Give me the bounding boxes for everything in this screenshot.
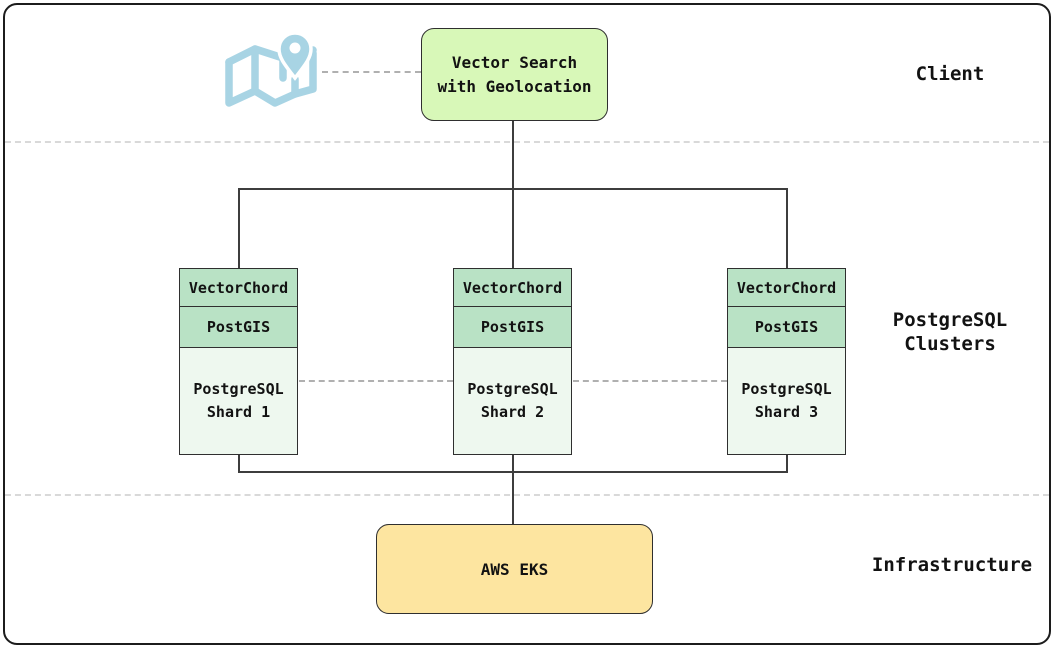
lane-label-clusters-line1: PostgreSQL	[892, 309, 1008, 331]
diagram-frame	[3, 3, 1051, 645]
lane-separator-clusters-infra	[5, 494, 1049, 496]
shard1-layer-vectorchord: VectorChord	[180, 269, 297, 307]
shard2-name-line2: Shard 2	[480, 403, 545, 421]
shard-node-2: VectorChord PostGIS PostgreSQL Shard 2	[453, 268, 572, 455]
connector-shard1-to-bus	[238, 454, 240, 473]
shard1-name: PostgreSQL Shard 1	[180, 348, 297, 454]
connector-branch-to-shard1	[238, 188, 240, 269]
connector-shard2-to-infra	[512, 454, 514, 524]
lane-separator-client-clusters	[5, 141, 1049, 143]
connector-branch-to-shard3	[786, 188, 788, 269]
shard-node-1: VectorChord PostGIS PostgreSQL Shard 1	[179, 268, 298, 455]
shard3-name: PostgreSQL Shard 3	[728, 348, 845, 454]
shard1-name-line1: PostgreSQL	[193, 380, 284, 398]
shard2-layer-vectorchord: VectorChord	[454, 269, 571, 307]
client-node-label-line1: Vector Search	[451, 52, 578, 72]
shard2-name: PostgreSQL Shard 2	[454, 348, 571, 454]
lane-label-clusters-line2: Clusters	[904, 333, 996, 355]
map-location-icon-svg	[225, 31, 317, 107]
infra-node-label: AWS EKS	[480, 559, 549, 579]
connector-branch-to-shard2	[512, 188, 514, 269]
connector-icon-to-client-node	[322, 71, 421, 73]
shard3-name-line1: PostgreSQL	[741, 380, 832, 398]
client-node-label-line2: with Geolocation	[437, 76, 592, 96]
lane-label-infrastructure: Infrastructure	[871, 554, 1033, 576]
shard3-layer-postgis: PostGIS	[728, 307, 845, 348]
shard3-layer-vectorchord: VectorChord	[728, 269, 845, 307]
connector-shard3-to-bus	[786, 454, 788, 473]
shard1-name-line2: Shard 1	[206, 403, 271, 421]
location-pin-icon	[277, 31, 313, 81]
lane-label-postgresql-clusters: PostgreSQL Clusters	[893, 308, 1007, 356]
shard1-layer-postgis: PostGIS	[180, 307, 297, 348]
shard-node-3: VectorChord PostGIS PostgreSQL Shard 3	[727, 268, 846, 455]
shard2-name-line1: PostgreSQL	[467, 380, 558, 398]
connector-client-to-branch	[512, 118, 514, 189]
map-location-icon	[221, 31, 321, 113]
infra-node-aws-eks: AWS EKS	[376, 524, 653, 614]
lane-label-client: Client	[915, 63, 985, 85]
shard3-name-line2: Shard 3	[754, 403, 819, 421]
client-node-vector-search: Vector Search with Geolocation	[421, 28, 608, 121]
connector-shard1-shard2	[299, 380, 453, 382]
shard2-layer-postgis: PostGIS	[454, 307, 571, 348]
connector-shard2-shard3	[573, 380, 727, 382]
